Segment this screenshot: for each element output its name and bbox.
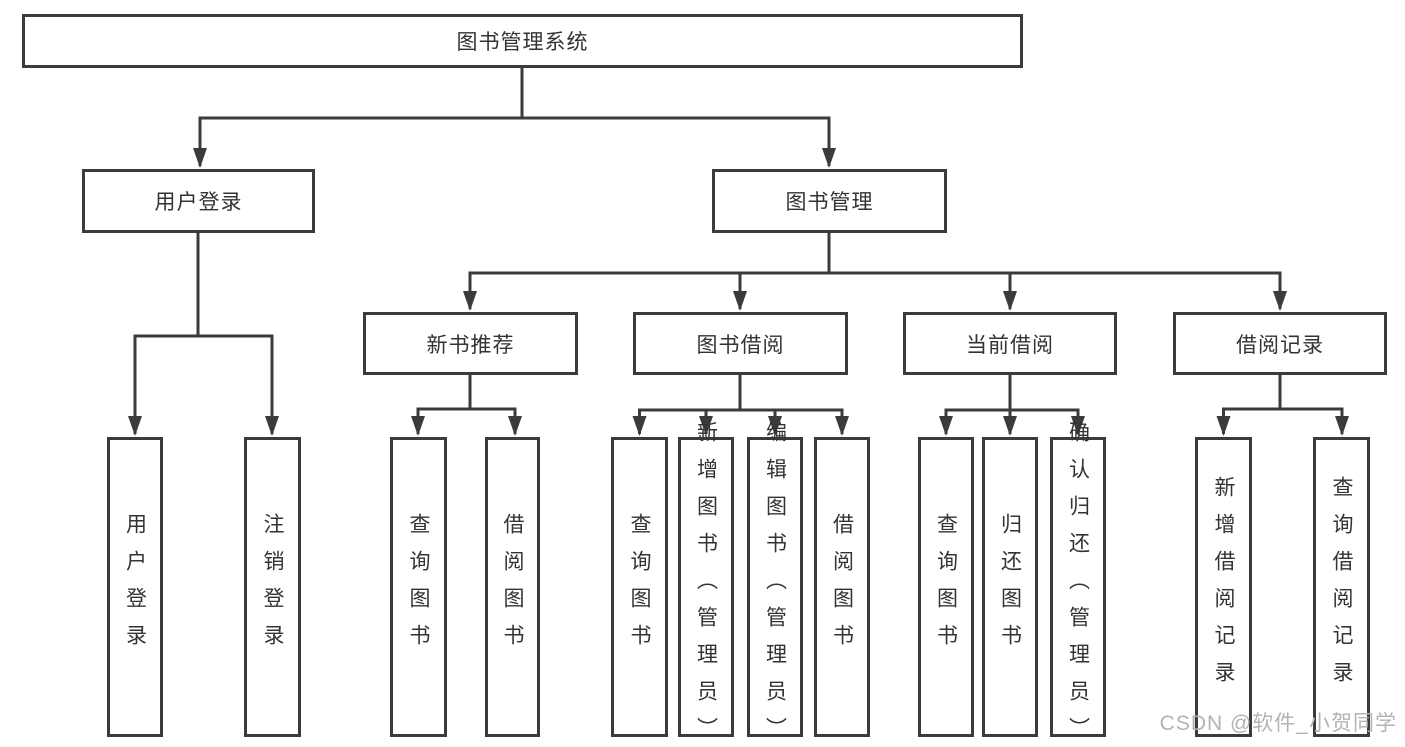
node-library-system: 图书管理系统 <box>22 14 1023 68</box>
leaf-add-books-admin-label: 新增图书（管理员） <box>694 420 718 747</box>
leaf-return-books-label: 归还图书 <box>998 513 1022 661</box>
node-current-borrow: 当前借阅 <box>903 312 1117 375</box>
connector-book-borrow-children <box>632 375 849 436</box>
node-user-login: 用户登录 <box>82 169 315 233</box>
node-new-book-recommend-label: 新书推荐 <box>426 333 515 357</box>
leaf-query-books-current: 查询图书 <box>918 437 974 737</box>
leaf-add-borrow-record-label: 新增借阅记录 <box>1212 476 1235 698</box>
leaf-user-login-label: 用户登录 <box>123 513 147 661</box>
node-library-system-label: 图书管理系统 <box>456 31 589 54</box>
leaf-confirm-return-admin-label: 确认归还（管理员） <box>1066 420 1090 747</box>
leaf-return-books: 归还图书 <box>982 437 1038 737</box>
leaf-logout: 注销登录 <box>244 437 301 737</box>
leaf-edit-books-admin: 编辑图书（管理员） <box>747 421 803 747</box>
leaf-query-books-recommend: 查询图书 <box>390 437 447 737</box>
connector-current-borrow-children <box>939 375 1085 436</box>
leaf-query-borrow-record: 查询借阅记录 <box>1313 437 1370 737</box>
leaf-query-books-current-label: 查询图书 <box>934 513 958 661</box>
node-new-book-recommend: 新书推荐 <box>363 312 578 375</box>
leaf-edit-books-admin-label: 编辑图书（管理员） <box>763 420 787 747</box>
node-current-borrow-label: 当前借阅 <box>966 333 1054 357</box>
csdn-watermark: CSDN @软件_小贺同学 <box>1159 712 1397 735</box>
connector-new-book-children <box>411 375 522 436</box>
node-book-borrow: 图书借阅 <box>633 312 848 375</box>
connector-borrow-record-children <box>1216 375 1349 436</box>
node-borrow-records: 借阅记录 <box>1173 312 1387 375</box>
leaf-query-books-recommend-label: 查询图书 <box>407 513 430 661</box>
leaf-query-books-borrow: 查询图书 <box>611 437 668 737</box>
node-book-management: 图书管理 <box>712 169 947 233</box>
leaf-user-login: 用户登录 <box>107 437 163 737</box>
node-book-management-label: 图书管理 <box>785 191 874 214</box>
connector-book-management-children <box>463 233 1287 311</box>
node-user-login-label: 用户登录 <box>154 191 243 214</box>
node-book-borrow-label: 图书借阅 <box>696 333 785 357</box>
connector-user-login-children <box>128 233 279 436</box>
leaf-query-borrow-record-label: 查询借阅记录 <box>1330 476 1353 698</box>
leaf-confirm-return-admin: 确认归还（管理员） <box>1050 421 1106 747</box>
leaf-borrow-books-label: 借阅图书 <box>830 513 854 661</box>
leaf-borrow-books-recommend: 借阅图书 <box>485 437 540 737</box>
connector-root-to-level2 <box>193 66 836 168</box>
leaf-query-books-borrow-label: 查询图书 <box>628 513 651 661</box>
leaf-add-borrow-record: 新增借阅记录 <box>1195 437 1252 737</box>
node-borrow-records-label: 借阅记录 <box>1236 333 1324 357</box>
leaf-add-books-admin: 新增图书（管理员） <box>678 421 734 747</box>
leaf-logout-label: 注销登录 <box>261 513 284 661</box>
leaf-borrow-books-recommend-label: 借阅图书 <box>501 513 524 661</box>
leaf-borrow-books: 借阅图书 <box>814 437 870 737</box>
